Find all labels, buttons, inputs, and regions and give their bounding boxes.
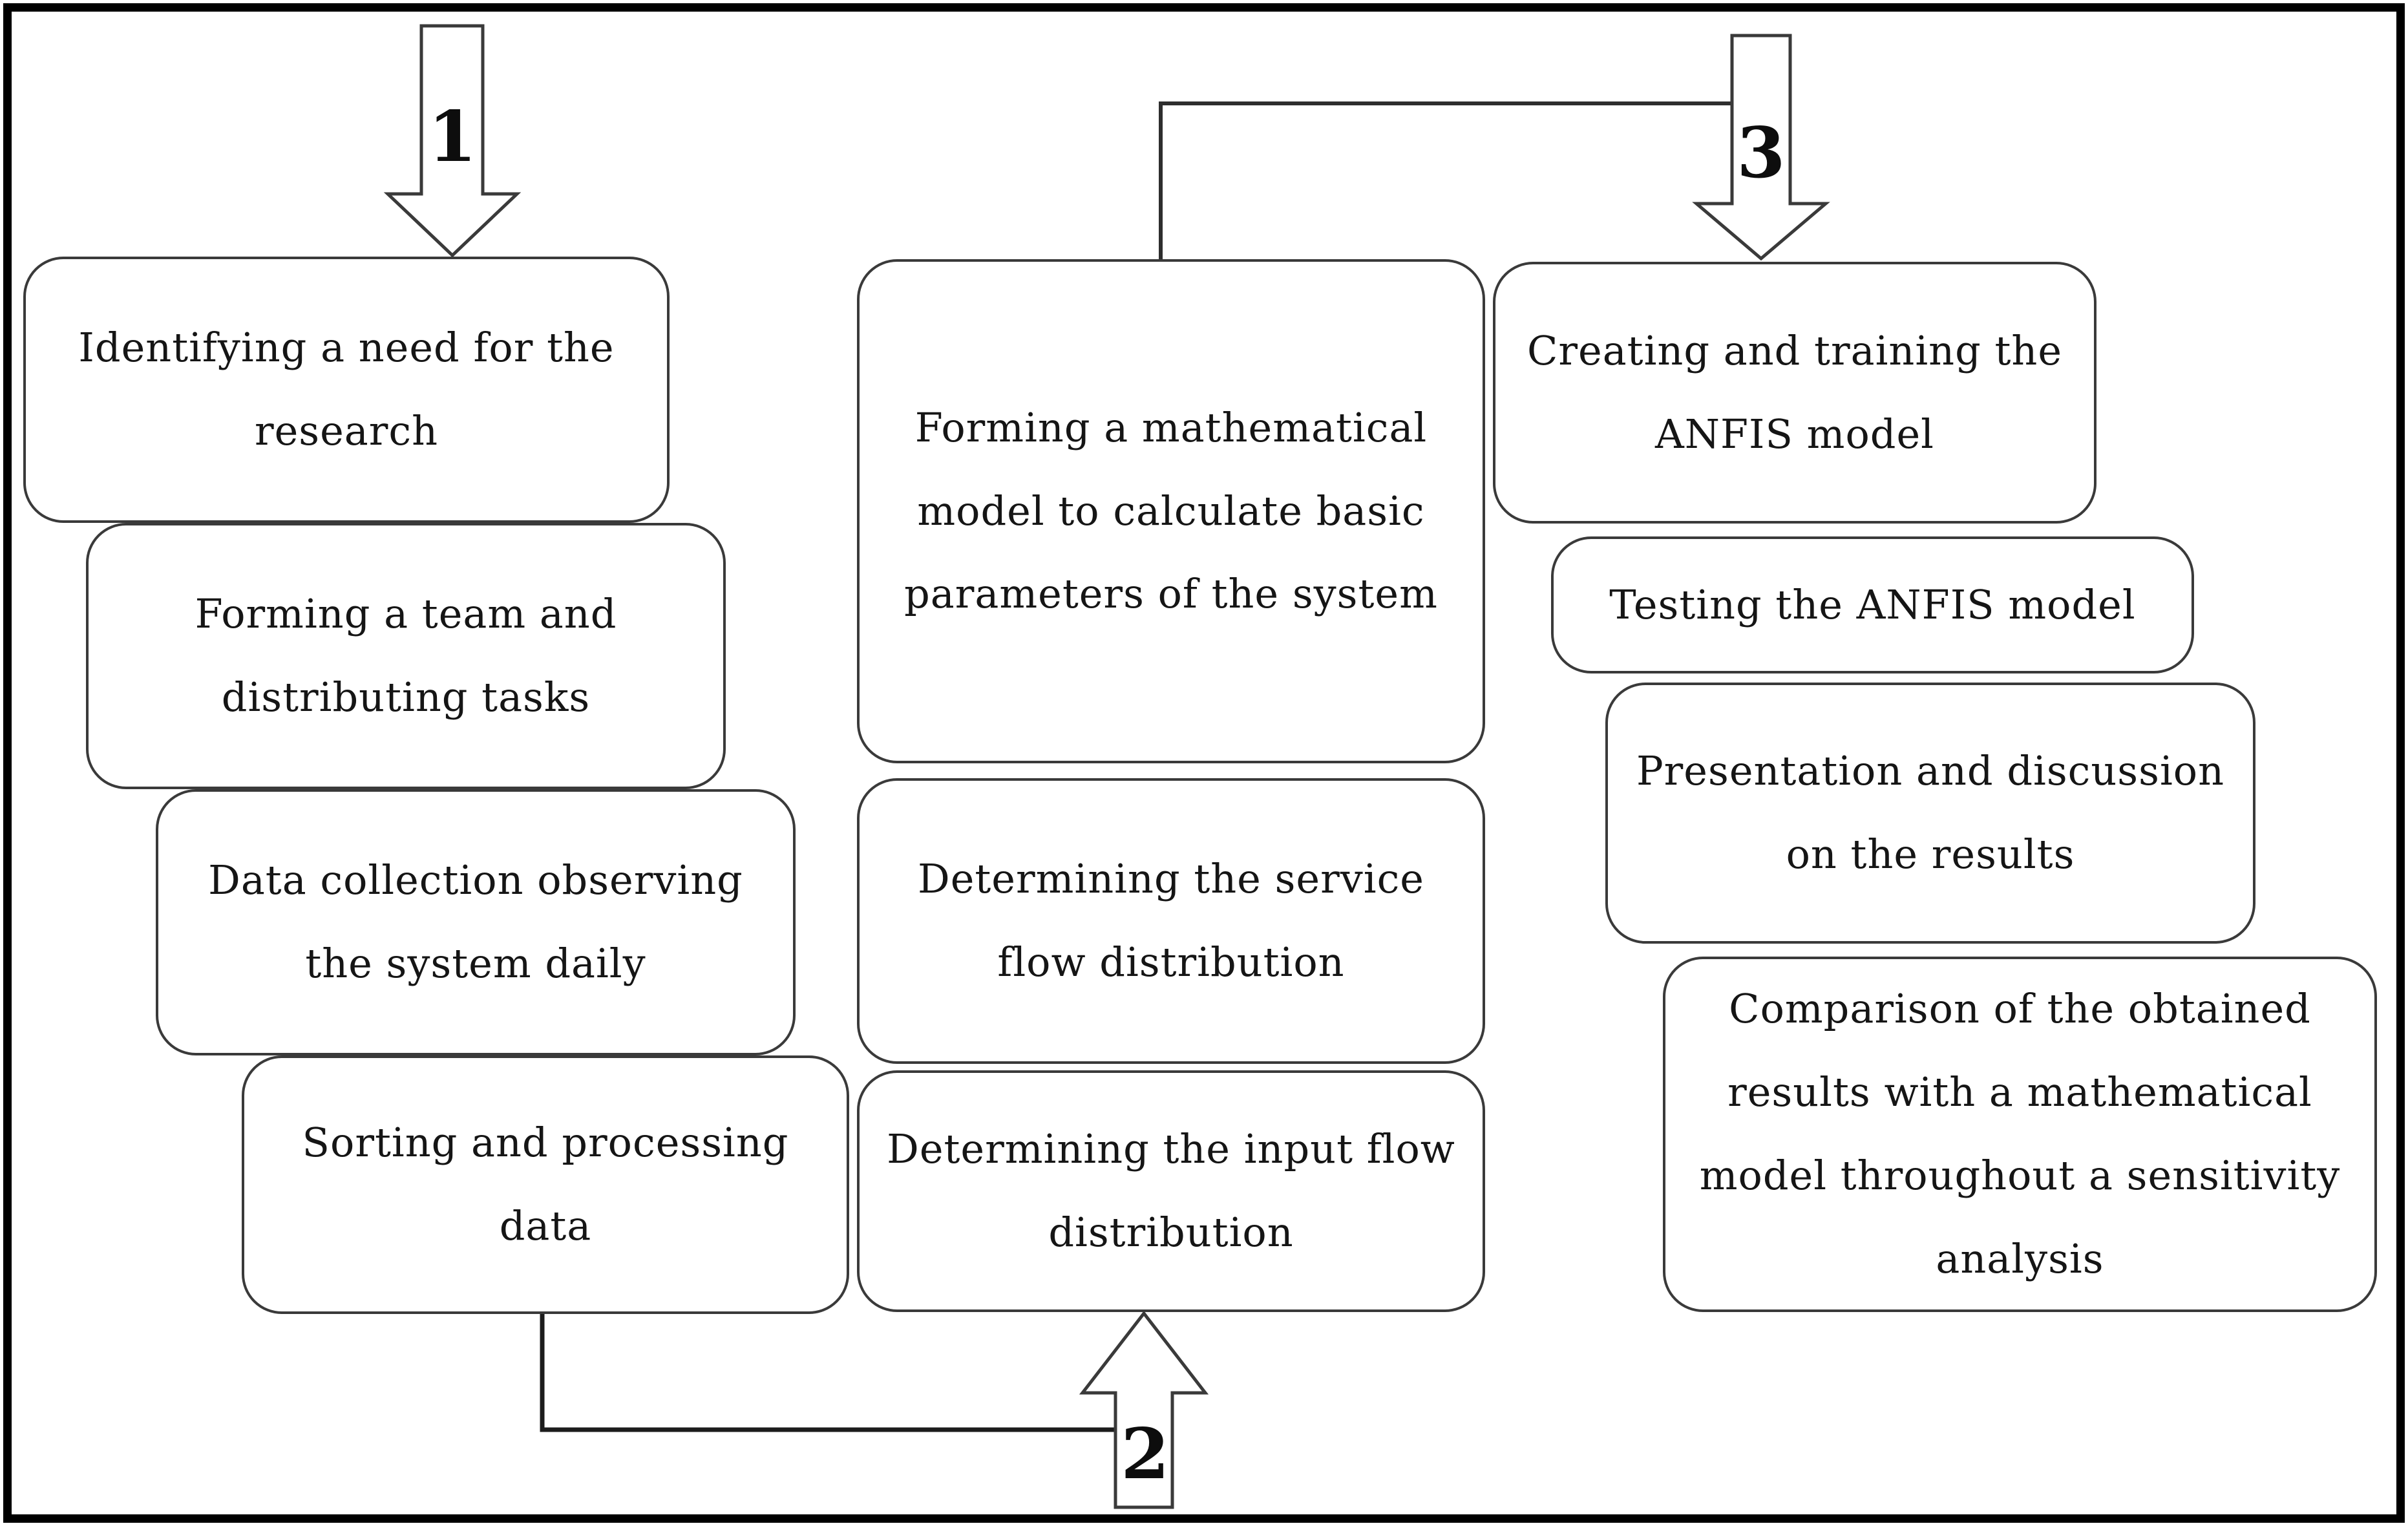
- box-service-flow-label: Determining the service flow distributio…: [917, 855, 1424, 986]
- arrow-1-number: 1: [428, 96, 477, 178]
- box-sorting-processing-label: Sorting and processing data: [302, 1119, 789, 1249]
- arrow-down-1-icon: [383, 24, 522, 258]
- connector-mathmodel-to-arrow3: [1159, 101, 1732, 259]
- box-forming-team: Forming a team and distributing tasks: [86, 523, 726, 789]
- box-data-collection: Data collection observing the system dai…: [156, 789, 796, 1055]
- box-service-flow: Determining the service flow distributio…: [857, 778, 1485, 1064]
- arrow-up-2-icon: [1079, 1310, 1209, 1509]
- connector-sorting-to-arrow2: [540, 1314, 1115, 1432]
- box-forming-team-label: Forming a team and distributing tasks: [195, 590, 617, 721]
- box-mathematical-model-label: Forming a mathematical model to calculat…: [904, 403, 1438, 618]
- box-sorting-processing: Sorting and processing data: [242, 1055, 849, 1314]
- arrow-2-number: 2: [1121, 1414, 1170, 1495]
- box-input-flow-label: Determining the input flow distribution: [887, 1125, 1455, 1256]
- box-comparison-sensitivity: Comparison of the obtained results with …: [1663, 957, 2377, 1312]
- box-anfis-testing: Testing the ANFIS model: [1551, 536, 2194, 673]
- box-anfis-create-train-label: Creating and training the ANFIS model: [1526, 326, 2063, 458]
- box-anfis-testing-label: Testing the ANFIS model: [1609, 580, 2136, 628]
- arrow-down-3-icon: [1692, 34, 1830, 261]
- box-data-collection-label: Data collection observing the system dai…: [208, 856, 743, 987]
- box-presentation-discussion: Presentation and discussion on the resul…: [1605, 683, 2255, 944]
- arrow-3-number: 3: [1737, 112, 1786, 194]
- box-comparison-sensitivity-label: Comparison of the obtained results with …: [1699, 985, 2341, 1282]
- box-identifying-need: Identifying a need for the research: [23, 257, 670, 523]
- box-input-flow: Determining the input flow distribution: [857, 1070, 1485, 1312]
- box-presentation-discussion-label: Presentation and discussion on the resul…: [1636, 747, 2225, 878]
- box-mathematical-model: Forming a mathematical model to calculat…: [857, 259, 1485, 763]
- box-identifying-need-label: Identifying a need for the research: [78, 324, 615, 454]
- box-anfis-create-train: Creating and training the ANFIS model: [1493, 262, 2096, 524]
